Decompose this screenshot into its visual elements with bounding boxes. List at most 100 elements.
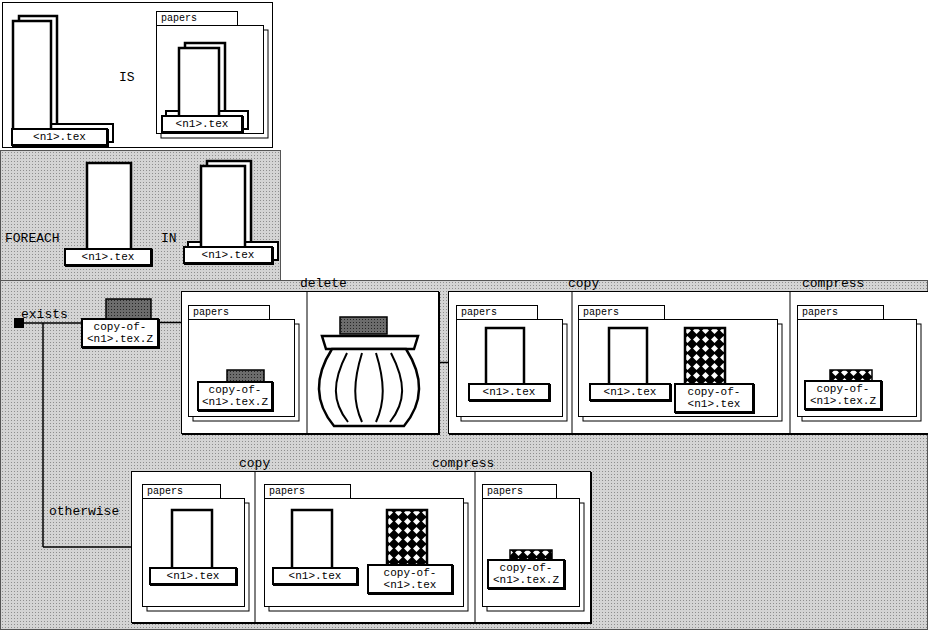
shape-outline (11, 16, 114, 146)
branch-line (19, 322, 86, 324)
folder-icon: papers copy-of- <n1>.tex.Z (797, 305, 922, 422)
action-box: copycompresspapers<n1>.texpapers<n1>.tex… (131, 471, 591, 623)
trash-rib (336, 353, 348, 422)
folder-icon: papers <n1>.tex copy-of- <n1>.tex (264, 484, 469, 612)
page (486, 328, 524, 386)
panel-divider (475, 472, 476, 622)
folder-name: papers (487, 486, 523, 498)
folder-name: papers (802, 307, 838, 319)
folder-tab (483, 485, 557, 500)
folder-icon: papers copy-of- <n1>.tex.Z (482, 484, 585, 612)
program-band: exists otherwise copy-of- <n1>.tex.Z delete… (0, 280, 928, 630)
keyword: otherwise (49, 505, 119, 519)
keyword: exists (21, 308, 68, 322)
flow-connector (439, 362, 448, 364)
folder-body (143, 499, 245, 607)
folder-name: papers (161, 13, 197, 25)
folder-tab (143, 485, 221, 500)
rule-panel: IS <n1>.tex papers <n1>.tex (2, 2, 273, 148)
flow-connector (159, 322, 181, 324)
action-name: compress (802, 277, 864, 291)
folder-tab (189, 306, 270, 321)
panel-divider (572, 292, 573, 433)
folder-tab (265, 485, 351, 500)
file-name: <n1>.tex (468, 383, 550, 401)
folder-body (157, 26, 264, 134)
trash-rib (390, 353, 402, 422)
keyword: IS (119, 71, 135, 85)
folder-tab (798, 306, 884, 321)
file-name: <n1>.tex (589, 383, 671, 401)
folder-body (189, 320, 295, 417)
trash-rib (376, 353, 383, 422)
folder-name: papers (583, 307, 619, 319)
page (179, 48, 219, 118)
folder-body (265, 499, 464, 607)
file-name: copy-of- <n1>.tex.Z (81, 318, 159, 348)
folder-tab (157, 12, 238, 27)
folder-body (457, 320, 563, 417)
action-name: copy (568, 277, 599, 291)
page (685, 328, 725, 386)
document-icon: <n1>.tex (272, 508, 358, 585)
file-name: <n1>.tex (183, 246, 273, 264)
folder-tab (579, 306, 665, 321)
folder-name: papers (461, 307, 497, 319)
trash-can (319, 349, 420, 426)
folder-icon: papers <n1>.texcopy-of- <n1>.tex (578, 305, 783, 422)
document-icon: copy-of- <n1>.tex.Z (804, 368, 882, 410)
panel-divider (307, 292, 308, 433)
panel-divider (790, 292, 791, 433)
page (201, 166, 245, 249)
document-icon: <n1>.tex (589, 326, 671, 401)
document-icon: copy-of- <n1>.tex (674, 326, 754, 413)
shape-outline (482, 484, 585, 612)
document-icon: <n1>.tex (149, 508, 237, 585)
action-name: compress (432, 457, 494, 471)
document-icon: <n1>.tex (161, 43, 249, 133)
document-icon: <n1>.tex (64, 161, 152, 266)
page (387, 510, 427, 567)
folder-body (483, 499, 580, 607)
folder-icon: papers <n1>.tex (156, 11, 269, 139)
folder-name: papers (147, 486, 183, 498)
folder-icon: papers <n1>.tex (142, 484, 250, 612)
branch-line (43, 546, 131, 548)
page (609, 328, 647, 386)
folder-name: papers (269, 486, 305, 498)
page (172, 510, 212, 570)
keyword: IN (161, 232, 177, 246)
document-icon: copy-of- <n1>.tex.Z (81, 297, 159, 348)
file-name: <n1>.tex (272, 567, 358, 585)
page (13, 21, 51, 131)
trash-lid (322, 336, 418, 349)
folder-icon: papers copy-of- <n1>.tex.Z (188, 305, 300, 422)
document-icon: copy-of- <n1>.tex.Z (487, 548, 565, 589)
document-icon: <n1>.tex (183, 159, 279, 264)
document-icon: <n1>.tex (468, 326, 550, 401)
program-band: FOREACH IN <n1>.tex <n1>.tex (0, 150, 281, 281)
document-icon: copy-of- <n1>.tex.Z (197, 368, 273, 411)
file-name: copy-of- <n1>.tex.Z (197, 381, 273, 411)
folder-body (798, 320, 917, 417)
folder-tab (457, 306, 538, 321)
page (87, 163, 131, 251)
document-icon: copy-of- <n1>.tex (367, 508, 453, 594)
trash-rib (355, 353, 362, 422)
panel-divider (255, 472, 256, 622)
action-name: delete (300, 277, 347, 291)
action-name: copy (239, 457, 270, 471)
discarded-file (340, 317, 387, 334)
file-name: copy-of- <n1>.tex.Z (487, 559, 565, 589)
file-name: <n1>.tex (64, 248, 152, 266)
file-name: <n1>.tex (149, 567, 237, 585)
action-box: deletepaperscopy-of- <n1>.tex.Z (181, 291, 439, 434)
file-name: copy-of- <n1>.tex.Z (804, 380, 882, 410)
folder-name: papers (193, 307, 229, 319)
branch-line (42, 323, 44, 547)
keyword: FOREACH (5, 232, 60, 246)
file-name: <n1>.tex (11, 128, 108, 146)
action-box: copycompresspapers<n1>.texpapers<n1>.tex… (448, 291, 928, 434)
